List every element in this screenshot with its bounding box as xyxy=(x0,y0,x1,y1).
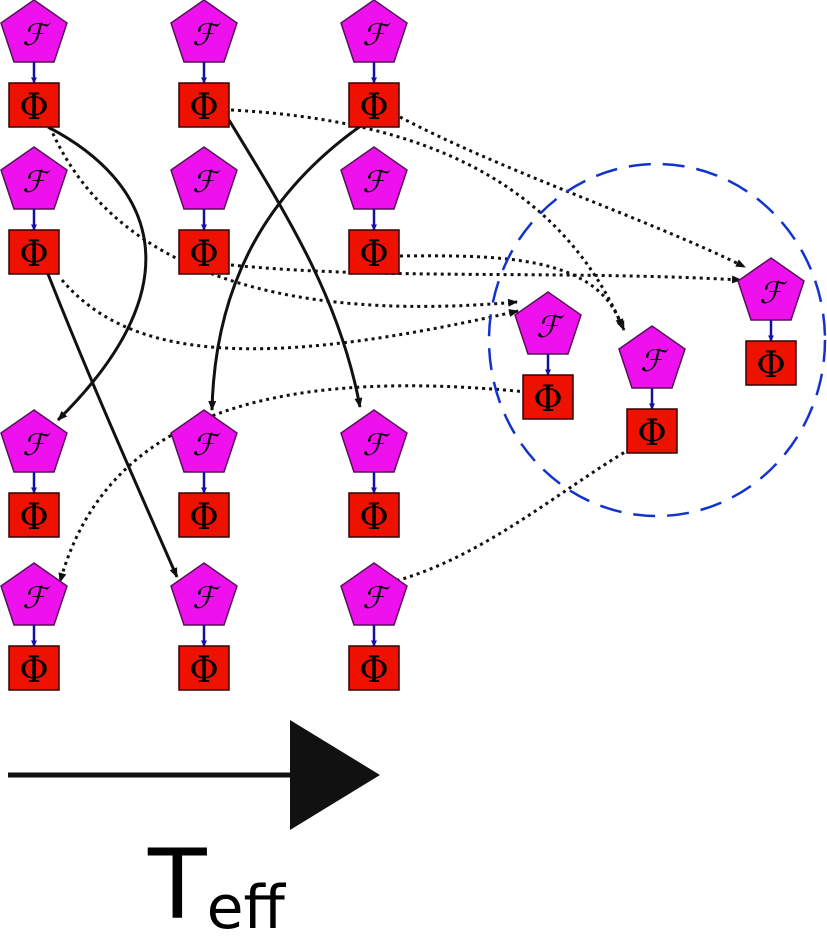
square-symbol: Φ xyxy=(189,234,219,275)
teff-axis: Teff xyxy=(8,720,380,941)
square-symbol: Φ xyxy=(189,87,219,128)
square-symbol: Φ xyxy=(359,650,389,691)
node-c2: ℱΦ xyxy=(340,146,408,275)
edge-c1-f1-dotted xyxy=(399,115,746,269)
edge-a2-d1-dotted xyxy=(60,279,519,351)
edge-a2-b4-solid xyxy=(46,273,179,578)
teff-label: Teff xyxy=(147,829,287,941)
edge-e1-c4-dotted xyxy=(387,447,631,585)
node-a3: ℱΦ xyxy=(0,409,68,538)
square-symbol: Φ xyxy=(19,87,49,128)
edge-c2-e1-dotted xyxy=(399,254,624,329)
square-node xyxy=(178,645,230,691)
axis-arrowhead xyxy=(290,720,380,830)
square-node xyxy=(348,492,400,538)
node-c1: ℱΦ xyxy=(340,0,408,128)
square-node xyxy=(745,340,797,386)
edge-c1-b3-solid xyxy=(208,123,363,411)
nodes-layer: ℱΦ ℱΦ ℱΦ ℱΦ ℱΦ ℱΦ ℱΦ ℱΦ ℱΦ ℱΦ ℱΦ ℱΦ ℱΦ ℱΦ ℱΦ xyxy=(0,0,805,691)
square-node xyxy=(8,82,60,128)
cluster-circle xyxy=(487,162,827,518)
node-e1: ℱΦ xyxy=(618,325,686,454)
square-node xyxy=(348,82,400,128)
node-b4: ℱΦ xyxy=(170,562,238,691)
edge-a1-d1-dotted xyxy=(48,126,518,308)
node-b1: ℱΦ xyxy=(170,0,238,128)
edge-d1-a4-dotted xyxy=(58,384,528,583)
node-a2: ℱΦ xyxy=(0,146,68,275)
teff-main: T xyxy=(147,829,207,941)
teff-subscript: eff xyxy=(207,873,287,941)
square-symbol: Φ xyxy=(19,234,49,275)
square-node xyxy=(522,374,574,420)
square-symbol: Φ xyxy=(359,497,389,538)
square-node xyxy=(178,82,230,128)
square-node xyxy=(178,229,230,275)
square-node xyxy=(178,492,230,538)
square-node xyxy=(626,408,678,454)
square-node xyxy=(8,229,60,275)
square-node xyxy=(348,229,400,275)
edge-b1-c3-solid xyxy=(227,119,363,408)
node-c4: ℱΦ xyxy=(340,562,408,691)
node-b2: ℱΦ xyxy=(170,146,238,275)
square-symbol: Φ xyxy=(359,234,389,275)
square-symbol: Φ xyxy=(19,497,49,538)
square-node xyxy=(8,645,60,691)
node-a1: ℱΦ xyxy=(0,0,68,128)
square-node xyxy=(8,492,60,538)
node-b3: ℱΦ xyxy=(170,409,238,538)
square-symbol: Φ xyxy=(19,650,49,691)
square-symbol: Φ xyxy=(359,87,389,128)
square-symbol: Φ xyxy=(189,650,219,691)
edge-b2-f1-dotted xyxy=(230,263,742,284)
square-symbol: Φ xyxy=(637,413,667,454)
square-symbol: Φ xyxy=(189,497,219,538)
node-f1: ℱΦ xyxy=(737,257,805,386)
square-symbol: Φ xyxy=(756,345,786,386)
square-node xyxy=(348,645,400,691)
square-symbol: Φ xyxy=(533,379,563,420)
node-d1: ℱΦ xyxy=(514,291,582,420)
node-a4: ℱΦ xyxy=(0,562,68,691)
node-c3: ℱΦ xyxy=(340,409,408,538)
